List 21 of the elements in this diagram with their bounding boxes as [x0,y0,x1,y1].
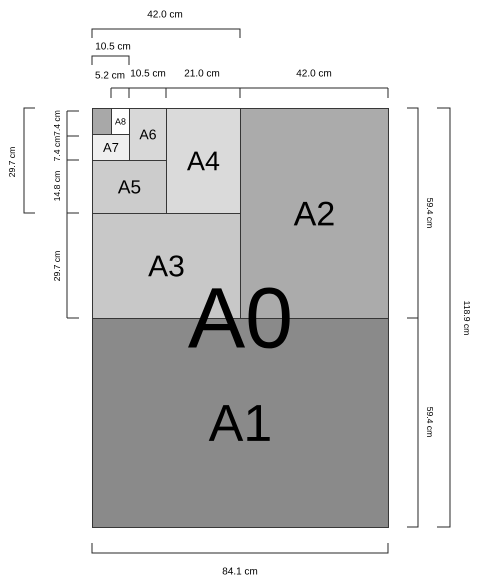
sheet-area: A4 [166,108,241,214]
sheet-area: A7 [92,134,130,161]
dimension-label: 10.5 cm [130,69,166,77]
dimension-label: 118.9 cm [464,301,470,335]
dimension-label: 29.7 cm [8,147,16,177]
blank-area [92,108,112,135]
sheet-area: A6 [129,108,167,161]
dimension-label: 42.0 cm [296,69,332,77]
dimension-label: 5.2 cm [95,71,124,79]
dimension-label: 42.0 cm [147,10,182,18]
dimension-label: 7.4 cm [54,136,60,161]
dimension-label: 7.4 cm [54,110,60,136]
dimension-label: 10.5 cm [96,42,130,50]
sheet-area: A5 [92,160,167,214]
dimension-label: 14.8 cm [54,171,60,201]
dimension-label: 59.4 cm [426,407,434,437]
sheet-area: A8 [111,108,130,135]
dimension-label: 84.1 cm [222,567,258,575]
dimension-label: 21.0 cm [184,69,220,77]
dimension-label: 59.4 cm [426,198,434,228]
dimension-label: 29.7 cm [54,251,60,281]
